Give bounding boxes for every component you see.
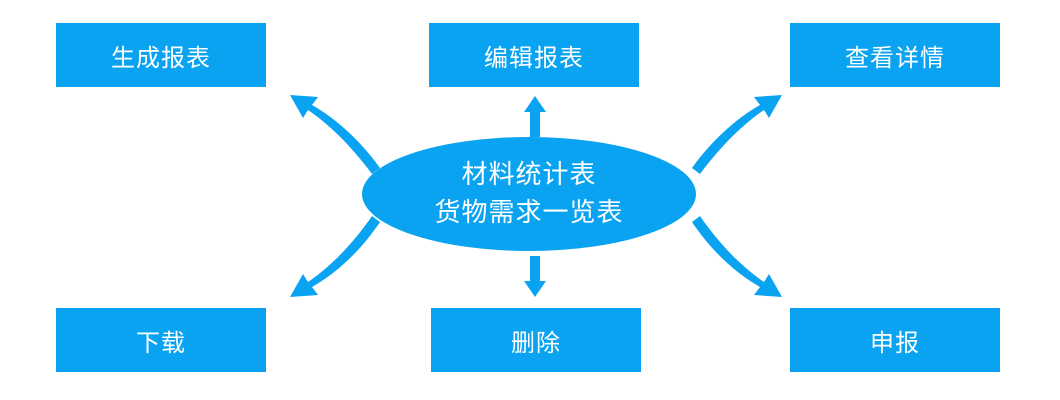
- delete-label: 删除: [511, 328, 561, 357]
- download-label: 下载: [136, 328, 186, 357]
- arrow-to-download: [290, 216, 380, 297]
- central-hub: 材料统计表 货物需求一览表: [362, 137, 696, 251]
- report-label: 申报: [870, 328, 920, 357]
- edit-report-button[interactable]: 编辑报表: [429, 23, 639, 87]
- view-details-button[interactable]: 查看详情: [790, 23, 1000, 87]
- arrow-to-delete: [524, 256, 546, 297]
- hub-title-line1: 材料统计表: [461, 160, 597, 190]
- view-details-label: 查看详情: [845, 43, 945, 72]
- download-button[interactable]: 下载: [56, 308, 266, 372]
- arrow-to-generate-report: [290, 95, 380, 174]
- edit-report-label: 编辑报表: [484, 43, 584, 72]
- arrow-to-edit-report: [524, 96, 546, 137]
- generate-report-label: 生成报表: [111, 43, 211, 72]
- arrow-to-report: [692, 216, 782, 297]
- arrow-to-view-details: [692, 95, 782, 174]
- delete-button[interactable]: 删除: [431, 308, 641, 372]
- generate-report-button[interactable]: 生成报表: [56, 23, 266, 87]
- hub-title-line2: 货物需求一览表: [434, 198, 624, 228]
- report-button[interactable]: 申报: [790, 308, 1000, 372]
